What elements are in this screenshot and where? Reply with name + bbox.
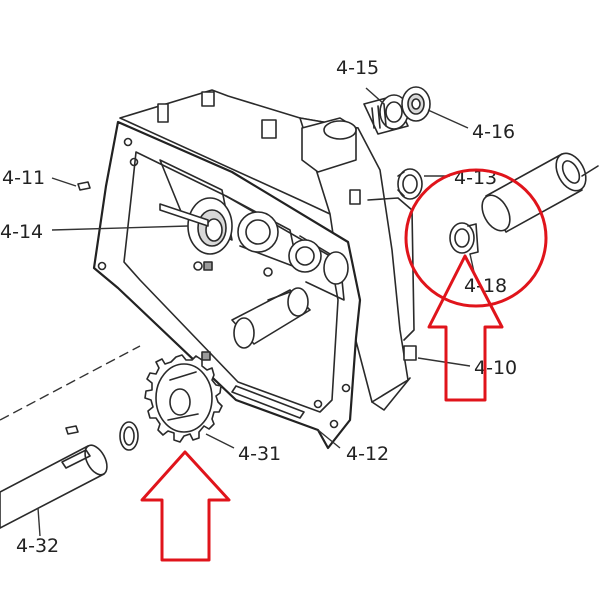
shaft-key bbox=[65, 425, 79, 435]
dowel-pin-4-11 bbox=[77, 181, 91, 191]
label-4-16: 4-16 bbox=[472, 121, 515, 143]
label-4-10: 4-10 bbox=[474, 357, 517, 379]
leader-lines bbox=[37, 87, 475, 537]
input-shaft-cylinder bbox=[231, 287, 311, 349]
snap-ring bbox=[119, 421, 139, 451]
oil-seal-4-14 bbox=[187, 197, 233, 255]
highlight-arrow-up-left bbox=[140, 450, 231, 562]
label-4-18: 4-18 bbox=[464, 275, 507, 297]
label-4-11: 4-11 bbox=[2, 167, 45, 189]
highlight-circle bbox=[404, 168, 548, 308]
label-4-31: 4-31 bbox=[238, 443, 281, 465]
label-4-12: 4-12 bbox=[346, 443, 389, 465]
spur-gear-4-31 bbox=[144, 354, 223, 443]
highlight-arrow-up-right bbox=[427, 254, 504, 402]
label-4-14: 4-14 bbox=[0, 221, 43, 243]
bearing-4-16 bbox=[401, 86, 431, 122]
label-4-13: 4-13 bbox=[454, 167, 497, 189]
label-4-15: 4-15 bbox=[336, 57, 379, 79]
output-shaft-tube bbox=[481, 152, 599, 233]
gasket-4-12 bbox=[159, 203, 305, 419]
axis-centerline bbox=[0, 345, 141, 421]
ring-4-18 bbox=[449, 222, 479, 255]
main-shaft-4-32 bbox=[0, 444, 108, 529]
label-4-32: 4-32 bbox=[16, 535, 59, 557]
set-screw bbox=[201, 261, 213, 361]
bearing-4-15 bbox=[363, 94, 409, 135]
bearing-4-13 bbox=[397, 168, 423, 200]
